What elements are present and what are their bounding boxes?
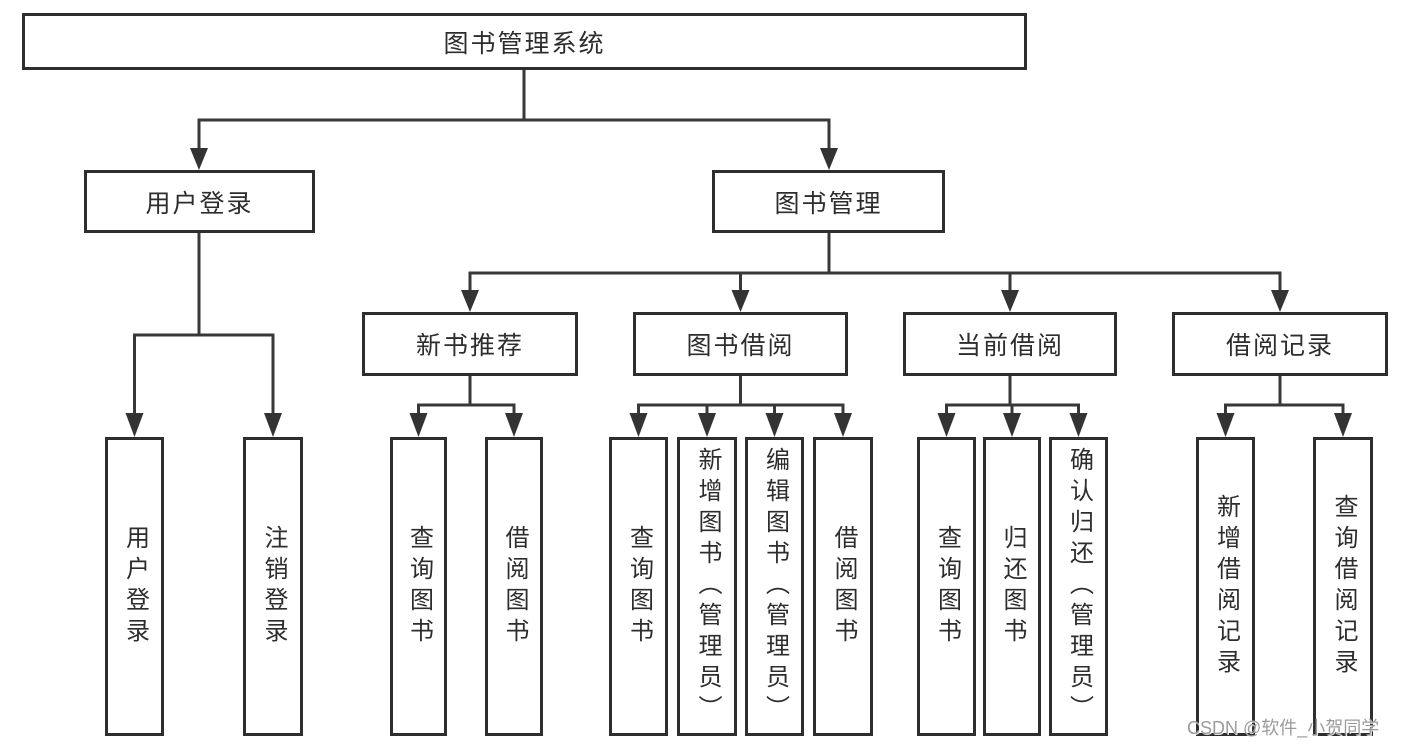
leaf-label: 归还图书	[999, 524, 1026, 649]
connector-book-mgmt-branch	[461, 233, 1289, 312]
leaf-add-books-admin: 新增图书（管理员）	[677, 437, 737, 736]
leaf-edit-books-admin: 编辑图书（管理员）	[745, 437, 804, 736]
node-borrowing-records: 借阅记录	[1172, 312, 1388, 376]
leaf-label: 查询图书	[933, 524, 961, 649]
leaf-label: 查询图书	[405, 524, 433, 649]
connector-book-borrow-branch	[629, 376, 852, 437]
leaf-label: 新增图书（管理员）	[694, 447, 721, 726]
node-library-management-system: 图书管理系统	[22, 13, 1027, 70]
leaf-logout: 注销登录	[243, 437, 303, 736]
leaf-borrow-books-recommend: 借阅图书	[485, 437, 543, 736]
leaf-label: 新增借阅记录	[1212, 493, 1240, 680]
leaf-return-books: 归还图书	[983, 437, 1041, 736]
leaf-label: 查询借阅记录	[1330, 493, 1357, 680]
node-new-book-recommendation: 新书推荐	[362, 312, 578, 376]
node-label: 新书推荐	[415, 332, 524, 360]
connector-root-branch	[190, 70, 838, 170]
node-label: 图书管理	[774, 189, 883, 218]
node-user-login: 用户登录	[84, 170, 315, 233]
leaf-label: 查询图书	[625, 524, 653, 649]
leaf-query-borrow-record: 查询借阅记录	[1313, 437, 1373, 736]
leaf-label: 确认归还（管理员）	[1065, 447, 1093, 726]
leaf-query-books-current: 查询图书	[917, 437, 976, 736]
connector-borrow-records-branch	[1216, 376, 1352, 437]
leaf-add-borrow-record: 新增借阅记录	[1196, 437, 1255, 736]
node-book-borrowing: 图书借阅	[633, 312, 848, 376]
node-label: 当前借阅	[955, 332, 1064, 360]
leaf-label: 借阅图书	[830, 524, 857, 649]
leaf-user-login: 用户登录	[105, 437, 164, 736]
leaf-query-books-borrow: 查询图书	[609, 437, 668, 736]
connector-user-login-branch	[125, 233, 282, 437]
node-label: 用户登录	[145, 189, 254, 218]
leaf-label: 借阅图书	[501, 524, 528, 649]
leaf-label: 用户登录	[121, 524, 149, 649]
leaf-query-books-recommend: 查询图书	[390, 437, 447, 736]
node-label: 图书借阅	[686, 332, 795, 360]
node-book-management: 图书管理	[712, 170, 945, 233]
node-label: 图书管理系统	[443, 29, 606, 58]
leaf-confirm-return-admin: 确认归还（管理员）	[1049, 437, 1108, 736]
node-label: 借阅记录	[1225, 332, 1334, 360]
leaf-label: 注销登录	[260, 524, 287, 649]
csdn-watermark: CSDN @软件_小贺同学	[1187, 718, 1380, 738]
leaf-borrow-books: 借阅图书	[813, 437, 873, 736]
leaf-label: 编辑图书（管理员）	[761, 447, 789, 726]
connector-new-book-branch	[409, 376, 523, 437]
node-current-borrowing: 当前借阅	[903, 312, 1117, 376]
connector-current-borrow-branch	[937, 376, 1088, 437]
